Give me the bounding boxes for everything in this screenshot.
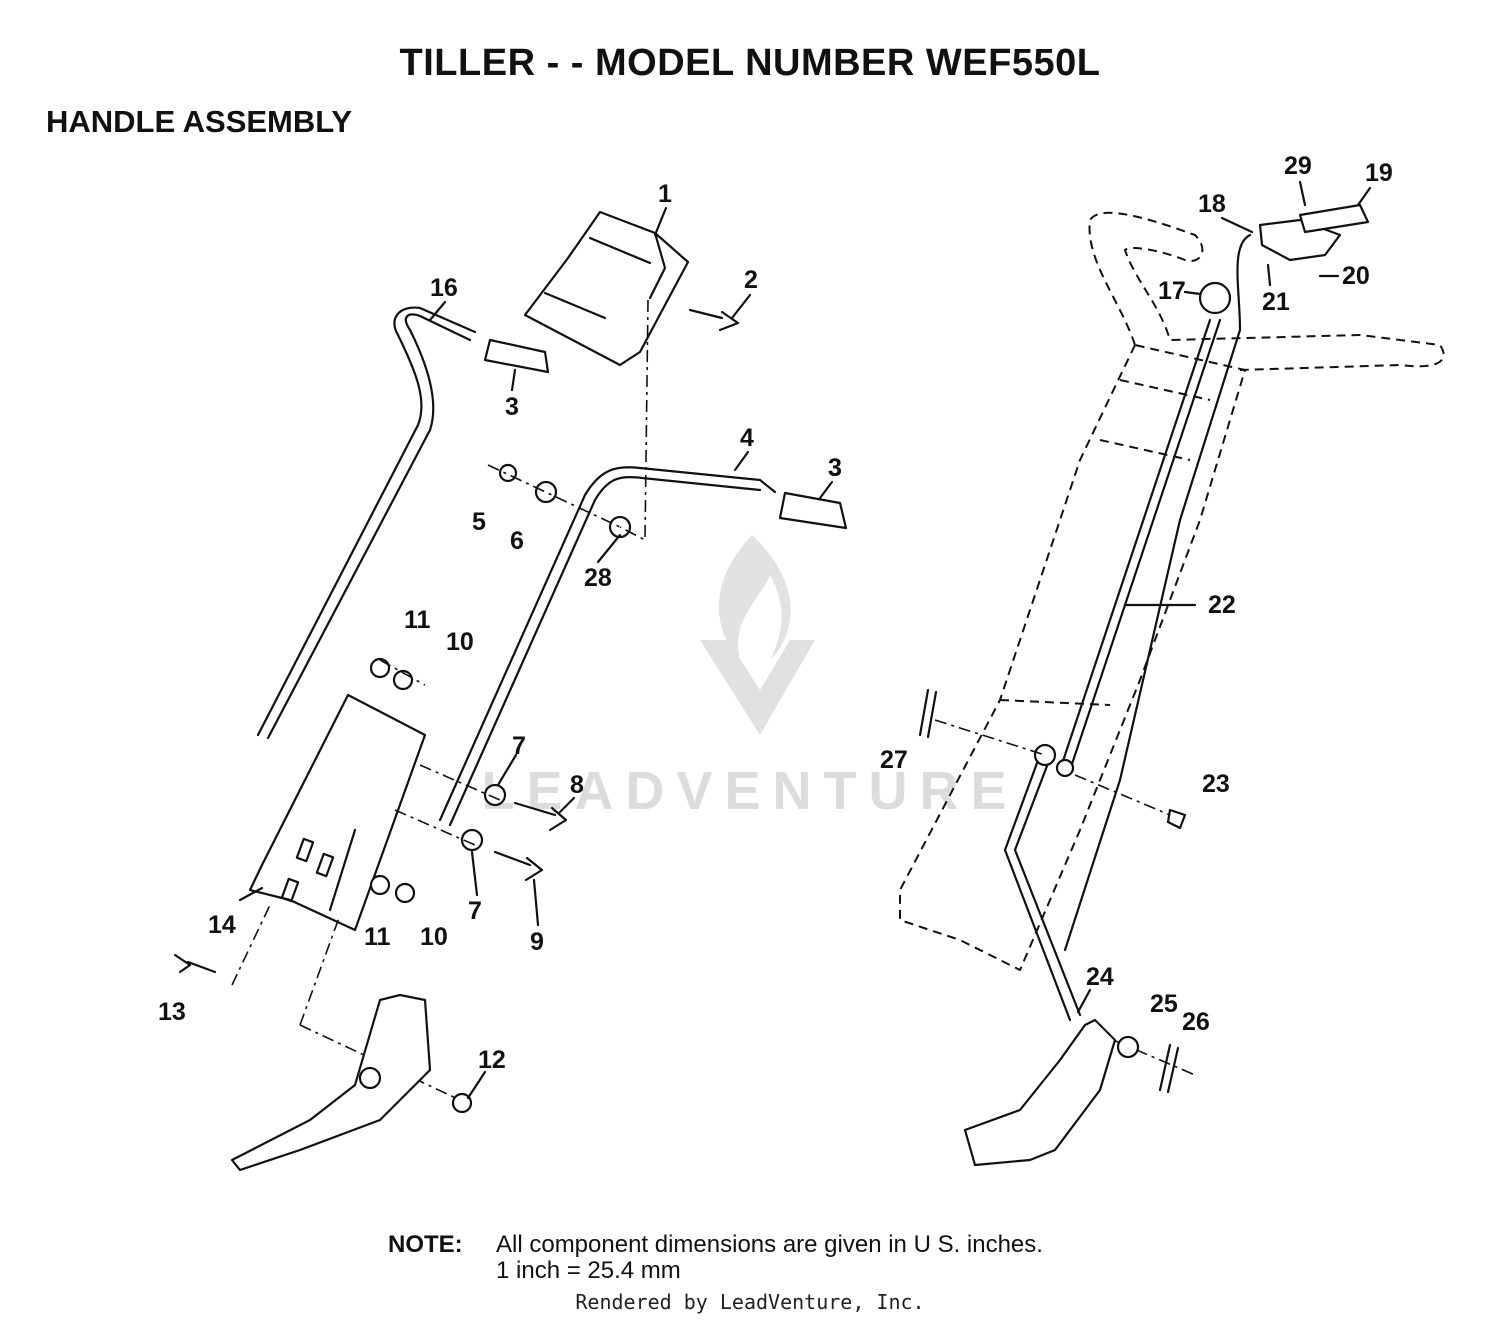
callout-label: 14 xyxy=(208,911,236,939)
knob-part xyxy=(1198,281,1232,315)
callout-label: 28 xyxy=(584,564,612,592)
callout-label: 3 xyxy=(828,454,842,482)
washer-part xyxy=(1116,1035,1140,1059)
washer-part xyxy=(483,783,507,807)
washer-part xyxy=(1055,758,1075,778)
mounting-plate-part xyxy=(248,693,427,932)
callout-label: 13 xyxy=(158,998,186,1026)
bolt-part xyxy=(513,801,568,832)
note-line-1: All component dimensions are given in U … xyxy=(496,1231,1043,1258)
callout-label: 19 xyxy=(1365,159,1393,187)
callout-label: 3 xyxy=(828,454,842,482)
callout-label: 8 xyxy=(570,771,584,799)
watermark: LEADVENTURE xyxy=(481,761,1019,821)
left-handle-bar-part xyxy=(256,306,477,740)
washer-part xyxy=(392,669,414,691)
callout-labels: 1 2 3 16 3 4 3 5 6 28 11 10 7 8 7 9 14 1… xyxy=(158,152,1393,1074)
callout-label: 9 xyxy=(530,928,544,956)
note: NOTE: All component dimensions are given … xyxy=(388,1232,1043,1284)
callout-label: 7 xyxy=(512,732,526,760)
bolt-part xyxy=(493,850,544,882)
nut-part xyxy=(369,657,391,679)
footer-credit: Rendered by LeadVenture, Inc. xyxy=(575,1290,925,1314)
callout-leaders xyxy=(238,180,1372,1100)
callout-label: 18 xyxy=(1198,190,1226,218)
callout-label: 10 xyxy=(446,628,474,656)
callout-label: 17 xyxy=(1158,277,1186,305)
note-label: NOTE: xyxy=(388,1231,463,1258)
clevis-pin-part xyxy=(1166,808,1187,830)
callout-label: 23 xyxy=(1202,770,1230,798)
callout-label: 20 xyxy=(1342,262,1370,290)
frame-bracket-part xyxy=(963,1018,1117,1167)
handle-outline xyxy=(1088,211,1445,371)
left-handle-assembly xyxy=(173,210,848,1172)
control-panel-part xyxy=(523,210,690,367)
callout-label: 4 xyxy=(740,424,754,452)
frame-bracket-part xyxy=(230,993,432,1172)
callout-label: 5 xyxy=(472,508,486,536)
page-title: TILLER - - MODEL NUMBER WEF550L xyxy=(399,42,1101,84)
right-handle-bar-part xyxy=(438,466,777,827)
callout-label: 27 xyxy=(880,746,908,774)
right-handle-assembly xyxy=(899,203,1445,1167)
note-line-2: 1 inch = 25.4 mm xyxy=(496,1257,681,1284)
washer-part xyxy=(534,480,558,504)
callout-label: 1 xyxy=(658,180,672,208)
callout-label: 10 xyxy=(420,923,448,951)
washer-part xyxy=(1033,743,1057,767)
link-rod-part xyxy=(1003,753,1082,1022)
frame-outline xyxy=(899,344,1246,971)
leader-line xyxy=(231,659,501,1101)
callout-label: 21 xyxy=(1262,288,1290,316)
grip-part xyxy=(483,338,848,530)
washer-part xyxy=(460,828,484,852)
leader-line xyxy=(487,299,649,542)
frame-outline xyxy=(999,379,1211,706)
callout-label: 2 xyxy=(744,266,758,294)
throttle-grip-part xyxy=(1298,203,1370,234)
callout-label: 26 xyxy=(1182,1008,1210,1036)
washer-part xyxy=(451,1092,473,1114)
throttle-cable-part xyxy=(1063,233,1252,952)
callout-label: 24 xyxy=(1086,963,1114,991)
watermark-logo-icon xyxy=(700,535,815,735)
bolt-part xyxy=(173,953,217,974)
callout-label: 16 xyxy=(430,274,458,302)
callout-label: 11 xyxy=(364,923,391,951)
control-rod-part xyxy=(1058,318,1222,772)
callout-label: 29 xyxy=(1284,152,1312,180)
spring-pin-part xyxy=(918,688,938,739)
callout-label: 7 xyxy=(468,897,482,925)
callout-label: 25 xyxy=(1150,990,1178,1018)
callout-label: 11 xyxy=(404,606,431,634)
section-subtitle: HANDLE ASSEMBLY xyxy=(46,104,353,139)
spring-pin-part xyxy=(1158,1043,1180,1094)
nut-part xyxy=(498,463,518,483)
bolt-part xyxy=(688,308,740,332)
nut-part xyxy=(369,874,391,896)
callout-label: 6 xyxy=(510,527,524,555)
washer-part xyxy=(394,882,416,904)
callout-label: 3 xyxy=(505,393,519,421)
callout-label: 12 xyxy=(478,1046,506,1074)
callout-label: 22 xyxy=(1208,591,1236,619)
